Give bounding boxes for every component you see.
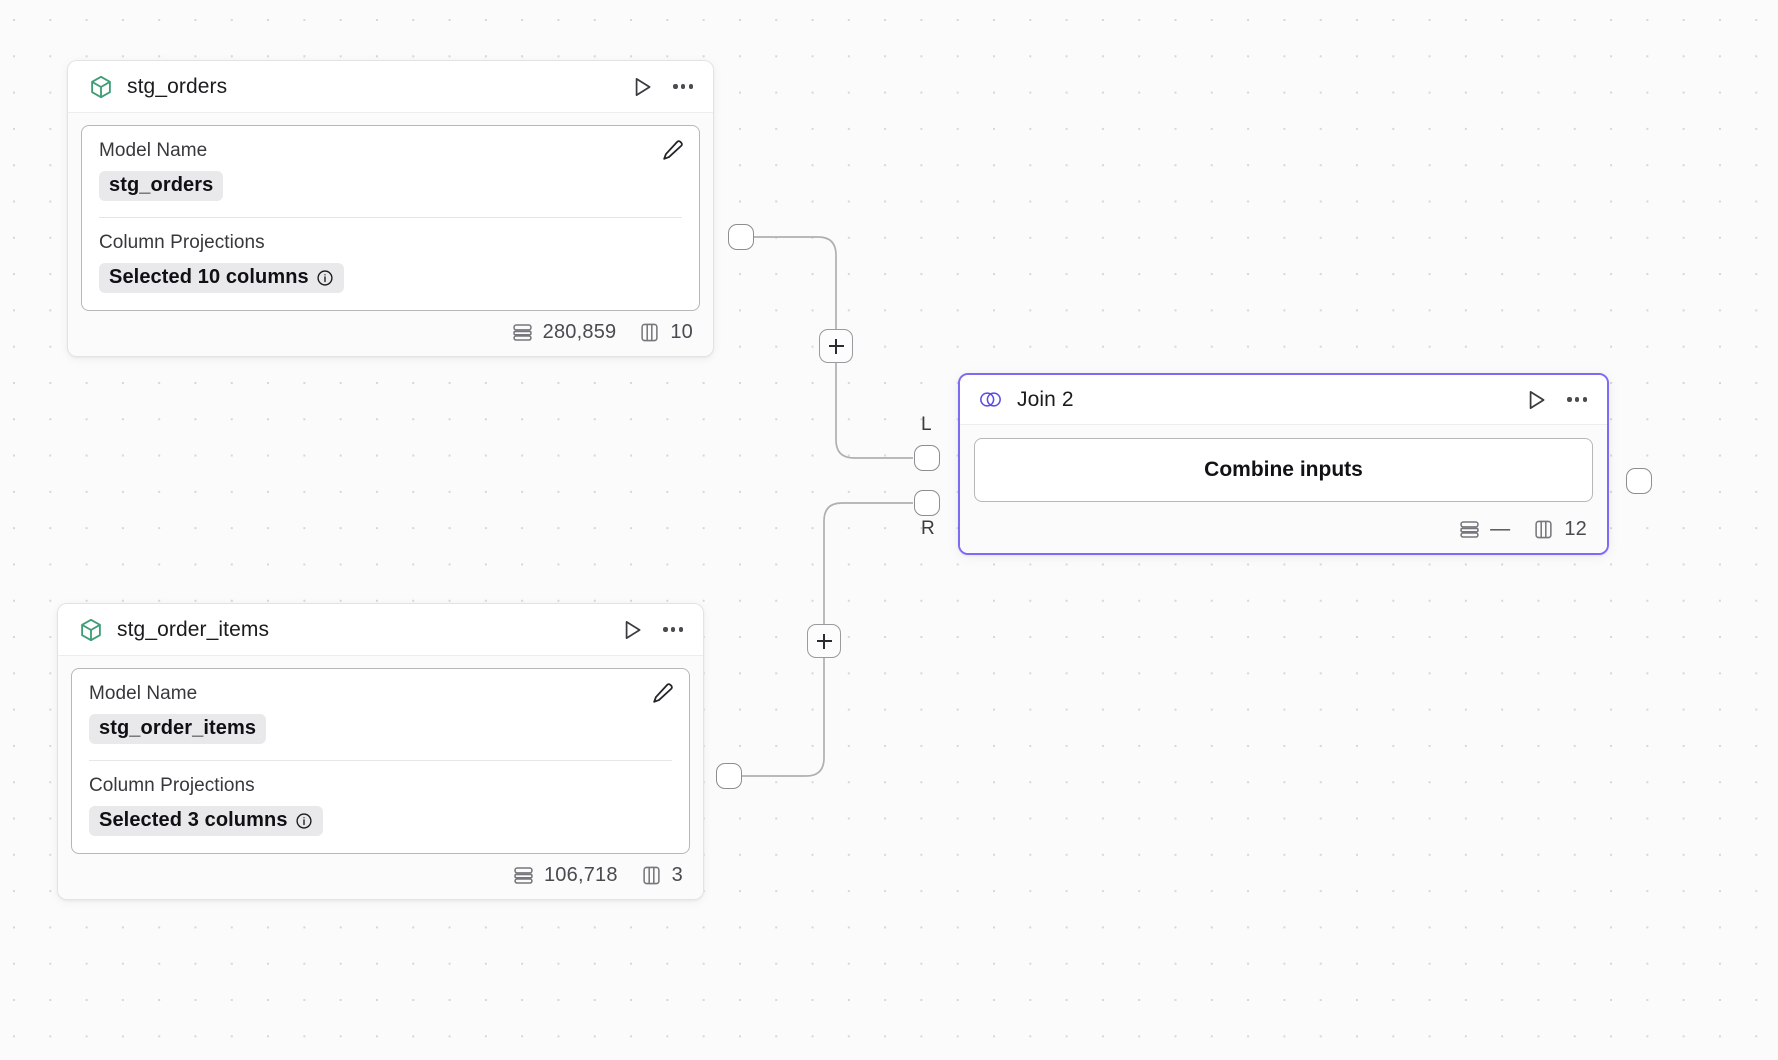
info-icon[interactable]	[295, 812, 313, 830]
columns-stat: 10	[638, 321, 693, 344]
field-label-column-projections: Column Projections	[89, 775, 255, 796]
node-stg-order-items[interactable]: stg_order_items Model Na	[57, 603, 704, 900]
model-name-value: stg_orders	[109, 174, 214, 196]
rows-stat: —	[1458, 518, 1510, 541]
rows-stat: 106,718	[512, 864, 618, 887]
columns-value: 10	[670, 321, 693, 343]
node-join-2[interactable]: Join 2 Combine inputs	[958, 373, 1609, 555]
rows-stat: 280,859	[511, 321, 617, 344]
field-label-column-projections: Column Projections	[99, 232, 265, 253]
column-projections-value: Selected 3 columns	[99, 809, 288, 831]
rows-value: 106,718	[543, 864, 618, 886]
run-icon[interactable]	[1523, 387, 1549, 413]
node-footer: — 12	[960, 504, 1607, 553]
input-port-label-right: R	[921, 518, 936, 539]
node-title: Join 2	[1017, 387, 1074, 411]
add-node-button-edge-1[interactable]	[819, 329, 853, 363]
columns-stat: 3	[640, 864, 683, 887]
more-options-icon[interactable]	[1565, 391, 1589, 407]
output-port-stg-order-items[interactable]	[716, 763, 742, 789]
panel-divider	[89, 760, 672, 761]
columns-value: 3	[671, 864, 683, 886]
model-name-chip[interactable]: stg_order_items	[89, 714, 267, 744]
more-options-icon[interactable]	[661, 621, 685, 637]
output-port-stg-orders[interactable]	[728, 224, 754, 250]
panel-divider	[99, 217, 682, 218]
columns-icon	[638, 321, 661, 344]
node-stg-orders[interactable]: stg_orders Model Name	[67, 60, 714, 357]
input-port-label-left: L	[921, 414, 932, 435]
node-body: Combine inputs	[960, 425, 1607, 504]
input-port-join-left[interactable]	[914, 445, 940, 471]
rows-icon	[511, 321, 534, 344]
model-config-panel: Model Name stg_orders Column Projections…	[81, 125, 700, 311]
rows-icon	[512, 864, 535, 887]
columns-value: 12	[1564, 518, 1587, 540]
rows-value: —	[1490, 518, 1511, 540]
run-icon[interactable]	[619, 617, 645, 643]
model-config-panel: Model Name stg_order_items Column Projec…	[71, 668, 690, 854]
info-icon[interactable]	[316, 269, 334, 287]
columns-icon	[640, 864, 663, 887]
column-projections-chip[interactable]: Selected 10 columns	[99, 263, 344, 293]
node-body: Model Name stg_order_items Column Projec…	[58, 656, 703, 854]
more-options-icon[interactable]	[671, 78, 695, 94]
columns-icon	[1532, 518, 1555, 541]
node-header: stg_order_items	[58, 604, 703, 656]
add-node-button-edge-2[interactable]	[807, 624, 841, 658]
rows-icon	[1458, 518, 1481, 541]
node-body: Model Name stg_orders Column Projections…	[68, 113, 713, 311]
field-label-model-name: Model Name	[89, 683, 198, 704]
output-port-join-2[interactable]	[1626, 468, 1652, 494]
model-name-chip[interactable]: stg_orders	[99, 171, 224, 201]
node-footer: 280,859 10	[68, 311, 713, 356]
venn-join-icon	[977, 386, 1004, 413]
pencil-icon[interactable]	[660, 138, 685, 168]
model-name-value: stg_order_items	[99, 717, 257, 739]
rows-value: 280,859	[542, 321, 617, 343]
field-label-model-name: Model Name	[99, 140, 208, 161]
node-footer: 106,718 3	[58, 854, 703, 899]
pencil-icon[interactable]	[650, 681, 675, 711]
cube-icon	[78, 617, 104, 643]
node-title: stg_orders	[127, 74, 228, 98]
columns-stat: 12	[1532, 518, 1587, 541]
column-projections-chip[interactable]: Selected 3 columns	[89, 806, 323, 836]
combine-inputs-button[interactable]: Combine inputs	[974, 438, 1593, 502]
node-header: stg_orders	[68, 61, 713, 113]
run-icon[interactable]	[629, 74, 655, 100]
cube-icon	[88, 74, 114, 100]
node-title: stg_order_items	[117, 617, 270, 641]
column-projections-value: Selected 10 columns	[109, 266, 309, 288]
node-header: Join 2	[960, 375, 1607, 425]
input-port-join-right[interactable]	[914, 490, 940, 516]
